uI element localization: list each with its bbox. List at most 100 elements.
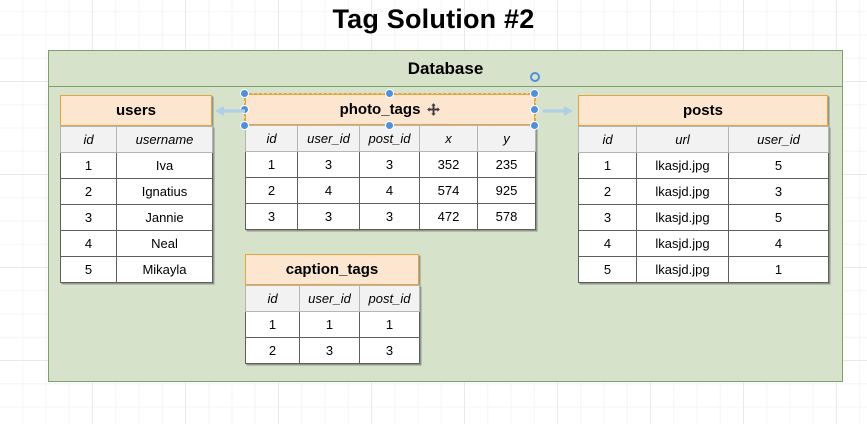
table-photo-tags-grid: id user_id post_id x y 1 3 3 352 235 2 4… — [245, 125, 536, 230]
table-header-row: id user_id post_id x y — [245, 125, 536, 152]
table-row: 3 Jannie — [60, 204, 213, 231]
column-header-id: id — [245, 285, 300, 312]
resize-handle-sw[interactable] — [240, 121, 249, 130]
rotate-handle[interactable] — [530, 72, 540, 82]
cell-id: 2 — [245, 337, 300, 364]
page-title: Tag Solution #2 — [332, 4, 535, 34]
table-row: 2 Ignatius — [60, 178, 213, 205]
table-row: 2 4 4 574 925 — [245, 177, 536, 204]
cell-user-id: 3 — [728, 178, 829, 205]
table-posts[interactable]: posts id url user_id 1 lkasjd.jpg 5 2 lk… — [578, 95, 829, 283]
cell-x: 352 — [419, 151, 478, 178]
table-row: 3 3 3 472 578 — [245, 203, 536, 230]
cell-y: 578 — [477, 203, 536, 230]
column-header-user-id: user_id — [299, 285, 360, 312]
cell-user-id: 5 — [728, 152, 829, 179]
cell-url: lkasjd.jpg — [636, 178, 729, 205]
table-posts-name: posts — [682, 102, 723, 119]
cell-url: lkasjd.jpg — [636, 152, 729, 179]
cell-id: 2 — [60, 178, 117, 205]
cell-username: Neal — [116, 230, 213, 257]
cell-user-id: 4 — [297, 177, 360, 204]
table-users-title-bar[interactable]: users — [60, 95, 212, 126]
column-header-username: username — [116, 126, 213, 153]
cell-user-id: 1 — [299, 311, 360, 338]
table-row: 5 lkasjd.jpg 1 — [578, 256, 829, 283]
cell-id: 1 — [60, 152, 117, 179]
table-row: 3 lkasjd.jpg 5 — [578, 204, 829, 231]
column-header-post-id: post_id — [359, 285, 420, 312]
resize-handle-nw[interactable] — [240, 89, 249, 98]
cell-id: 5 — [578, 256, 637, 283]
connector-photo-tags-to-users[interactable] — [214, 101, 246, 121]
table-users-name: users — [115, 102, 157, 119]
cell-url: lkasjd.jpg — [636, 256, 729, 283]
column-header-user-id: user_id — [728, 126, 829, 153]
column-header-id: id — [578, 126, 637, 153]
table-caption-tags-title-bar[interactable]: caption_tags — [245, 254, 419, 285]
cell-y: 235 — [477, 151, 536, 178]
cell-id: 1 — [245, 311, 300, 338]
cell-post-id: 3 — [359, 337, 420, 364]
table-photo-tags-title-wrap: photo_tags — [240, 72, 540, 130]
table-row: 5 Mikayla — [60, 256, 213, 283]
database-label: Database — [49, 51, 842, 87]
column-header-user-id: user_id — [297, 125, 360, 152]
column-header-x: x — [419, 125, 478, 152]
table-header-row: id url user_id — [578, 126, 829, 153]
cell-post-id: 1 — [359, 311, 420, 338]
table-row: 1 1 1 — [245, 311, 420, 338]
cell-x: 472 — [419, 203, 478, 230]
cell-id: 5 — [60, 256, 117, 283]
table-caption-tags[interactable]: caption_tags id user_id post_id 1 1 1 2 … — [245, 254, 420, 364]
table-row: 1 3 3 352 235 — [245, 151, 536, 178]
cell-post-id: 4 — [359, 177, 420, 204]
cell-username: Jannie — [116, 204, 213, 231]
cell-post-id: 3 — [359, 203, 420, 230]
table-posts-grid: id url user_id 1 lkasjd.jpg 5 2 lkasjd.j… — [578, 126, 829, 283]
table-caption-tags-name: caption_tags — [285, 261, 379, 278]
cell-user-id: 4 — [728, 230, 829, 257]
connector-photo-tags-to-posts[interactable] — [542, 101, 574, 121]
cell-id: 4 — [578, 230, 637, 257]
cell-user-id: 3 — [297, 203, 360, 230]
resize-handle-e[interactable] — [530, 105, 539, 114]
cell-user-id: 5 — [728, 204, 829, 231]
table-users-grid: id username 1 Iva 2 Ignatius 3 Jannie 4 … — [60, 126, 213, 283]
cell-id: 3 — [60, 204, 117, 231]
cell-id: 4 — [60, 230, 117, 257]
table-posts-title-bar[interactable]: posts — [578, 95, 828, 126]
table-photo-tags-name: photo_tags — [339, 101, 421, 118]
column-header-id: id — [245, 125, 298, 152]
column-header-id: id — [60, 126, 117, 153]
table-row: 1 Iva — [60, 152, 213, 179]
table-caption-tags-grid: id user_id post_id 1 1 1 2 3 3 — [245, 285, 420, 364]
cell-username: Ignatius — [116, 178, 213, 205]
cell-id: 2 — [245, 177, 298, 204]
table-row: 4 Neal — [60, 230, 213, 257]
cell-url: lkasjd.jpg — [636, 230, 729, 257]
cell-user-id: 3 — [297, 151, 360, 178]
cell-url: lkasjd.jpg — [636, 204, 729, 231]
table-row: 4 lkasjd.jpg 4 — [578, 230, 829, 257]
cell-id: 1 — [578, 152, 637, 179]
cell-id: 3 — [245, 203, 298, 230]
cell-id: 2 — [578, 178, 637, 205]
move-cursor-icon[interactable] — [427, 103, 441, 116]
resize-handle-n[interactable] — [385, 89, 394, 98]
column-header-post-id: post_id — [359, 125, 420, 152]
column-header-y: y — [477, 125, 536, 152]
cell-id: 1 — [245, 151, 298, 178]
table-row: 1 lkasjd.jpg 5 — [578, 152, 829, 179]
table-users[interactable]: users id username 1 Iva 2 Ignatius 3 Jan… — [60, 95, 213, 283]
table-row: 2 lkasjd.jpg 3 — [578, 178, 829, 205]
cell-username: Mikayla — [116, 256, 213, 283]
table-photo-tags[interactable]: photo_tags id user_id post_id x y — [240, 72, 540, 230]
table-header-row: id username — [60, 126, 213, 153]
resize-handle-ne[interactable] — [530, 89, 539, 98]
cell-user-id: 1 — [728, 256, 829, 283]
cell-y: 925 — [477, 177, 536, 204]
resize-handle-se[interactable] — [530, 121, 539, 130]
resize-handle-s[interactable] — [385, 121, 394, 130]
cell-username: Iva — [116, 152, 213, 179]
